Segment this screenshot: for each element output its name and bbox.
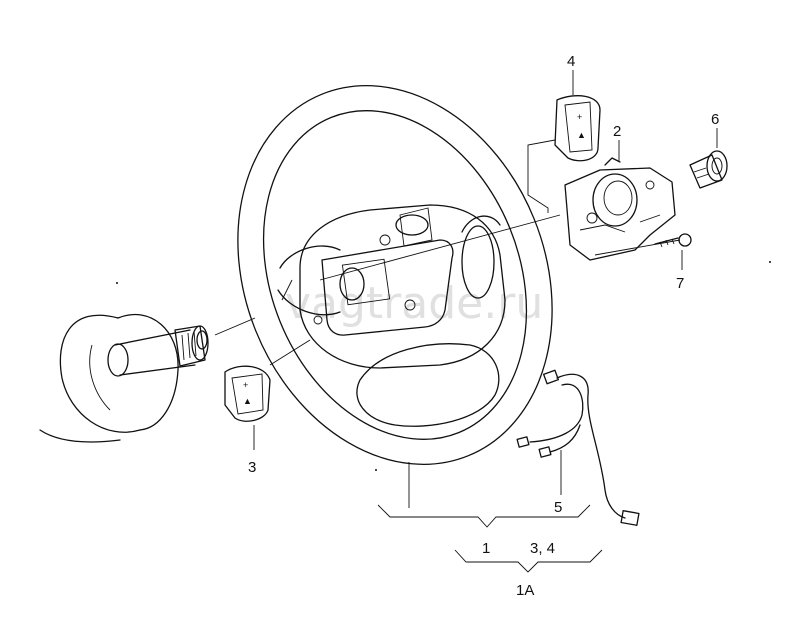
callout-1a: 1A (516, 582, 534, 599)
part-2-contact-unit (564, 157, 681, 261)
svg-text:▲: ▲ (243, 396, 252, 406)
part-5-wiring-harness (516, 369, 640, 526)
svg-text:+: + (577, 112, 582, 122)
callout-5: 5 (554, 499, 562, 516)
steering-wheel (237, 85, 561, 465)
bracket-part-1a (454, 549, 603, 573)
bracket-part-1 (377, 504, 591, 528)
callout-2: 2 (613, 123, 621, 140)
callout-7: 7 (676, 275, 684, 292)
callout-3-4: 3, 4 (530, 540, 555, 557)
callout-6: 6 (711, 111, 719, 128)
svg-text:▲: ▲ (577, 130, 586, 140)
watermark-text: vagtrade.ru (285, 278, 543, 329)
part-3-button-left: + ▲ (224, 339, 311, 450)
callout-1: 1 (482, 540, 490, 557)
leader-lines (408, 70, 620, 508)
callout-4: 4 (567, 53, 575, 70)
part-7-screw (654, 233, 692, 270)
callout-3: 3 (248, 459, 256, 476)
svg-text:+: + (243, 380, 248, 390)
part-4-button-right: + ▲ (527, 95, 601, 213)
steering-column (39, 313, 256, 443)
part-6-nut (689, 128, 728, 189)
